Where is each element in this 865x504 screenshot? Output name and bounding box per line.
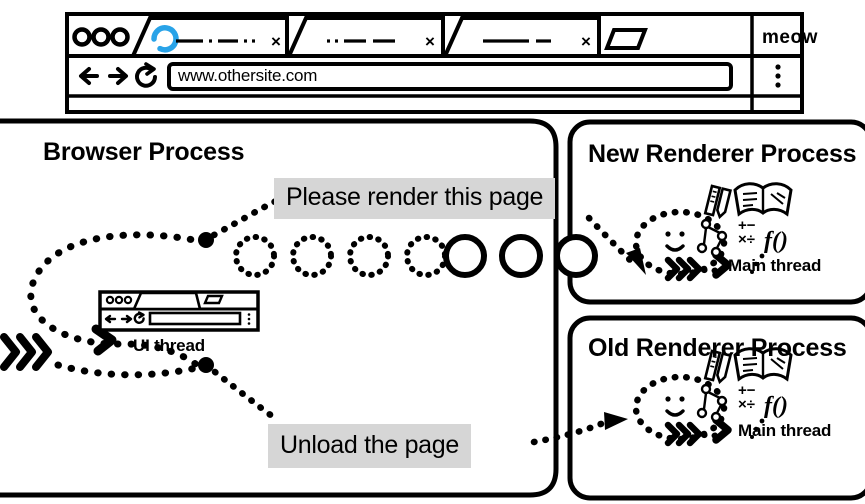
old-renderer-process-title: Old Renderer Process [588,334,847,362]
tab-2[interactable]: × [285,16,445,58]
browser-process-title: Browser Process [43,138,245,166]
tab-1[interactable]: × [129,16,289,58]
task-slot-empty-2 [290,234,334,278]
ui-thread-label: UI thread [133,336,205,355]
url-input[interactable]: www.othersite.com [178,66,318,85]
arrowhead-old-renderer-icon [604,412,628,430]
three-dot-menu-icon[interactable] [775,64,781,88]
profile-label[interactable]: meow [762,27,818,48]
old-renderer-main-thread-label: Main thread [738,421,832,440]
old-renderer-main-thread-icon: +− ×÷ f() [632,347,793,447]
panel-browser-process [0,118,559,498]
task-slot-filled-2 [499,234,543,278]
new-renderer-process-title: New Renderer Process [588,140,857,168]
task-slot-filled-3 [554,234,598,278]
tab-loading-spinner-icon [151,25,179,53]
svg-text:f(): f() [764,393,788,419]
arrow-to-old-renderer [530,412,628,446]
task-queue [233,234,598,278]
reload-icon[interactable] [135,62,157,88]
tab-1-close-icon: × [271,32,281,51]
callout-unload-request: Unload the page [268,424,471,468]
leader-anchor-dot-render [198,232,214,248]
leader-unload-request [198,357,280,423]
svg-text:×÷: ×÷ [738,396,755,413]
back-arrow-icon[interactable] [79,67,99,85]
window-traffic-lights[interactable] [72,27,130,47]
tab-3-close-icon: × [581,32,591,51]
tab-2-close-icon: × [425,32,435,51]
new-renderer-main-thread-icon: +− ×÷ f() [632,182,793,282]
task-slot-empty-4 [404,234,448,278]
panel-new-renderer-process [567,119,865,305]
forward-arrow-icon[interactable] [108,67,128,85]
loop-speed-chevrons-icon [0,333,52,371]
svg-text:×÷: ×÷ [738,231,755,248]
new-tab-icon[interactable] [604,28,648,50]
svg-text:+−: +− [738,382,756,399]
leader-anchor-dot-unload [198,357,214,373]
leader-render-request [198,197,280,248]
ui-thread-icon [98,290,260,332]
url-bar[interactable] [167,62,733,91]
svg-text:+−: +− [738,217,756,234]
task-slot-filled-1 [443,234,487,278]
panel-old-renderer-process [567,315,865,501]
toolbar-nav[interactable] [79,62,157,88]
tab-3[interactable]: × [441,16,601,58]
task-slot-empty-1 [233,234,277,278]
callout-render-request: Please render this page [274,178,556,219]
new-renderer-main-thread-label: Main thread [728,256,822,275]
ui-thread-event-loop [0,231,208,379]
svg-text:f(): f() [764,228,788,254]
loop-arrowhead-icon [91,324,117,356]
task-slot-empty-3 [347,234,391,278]
